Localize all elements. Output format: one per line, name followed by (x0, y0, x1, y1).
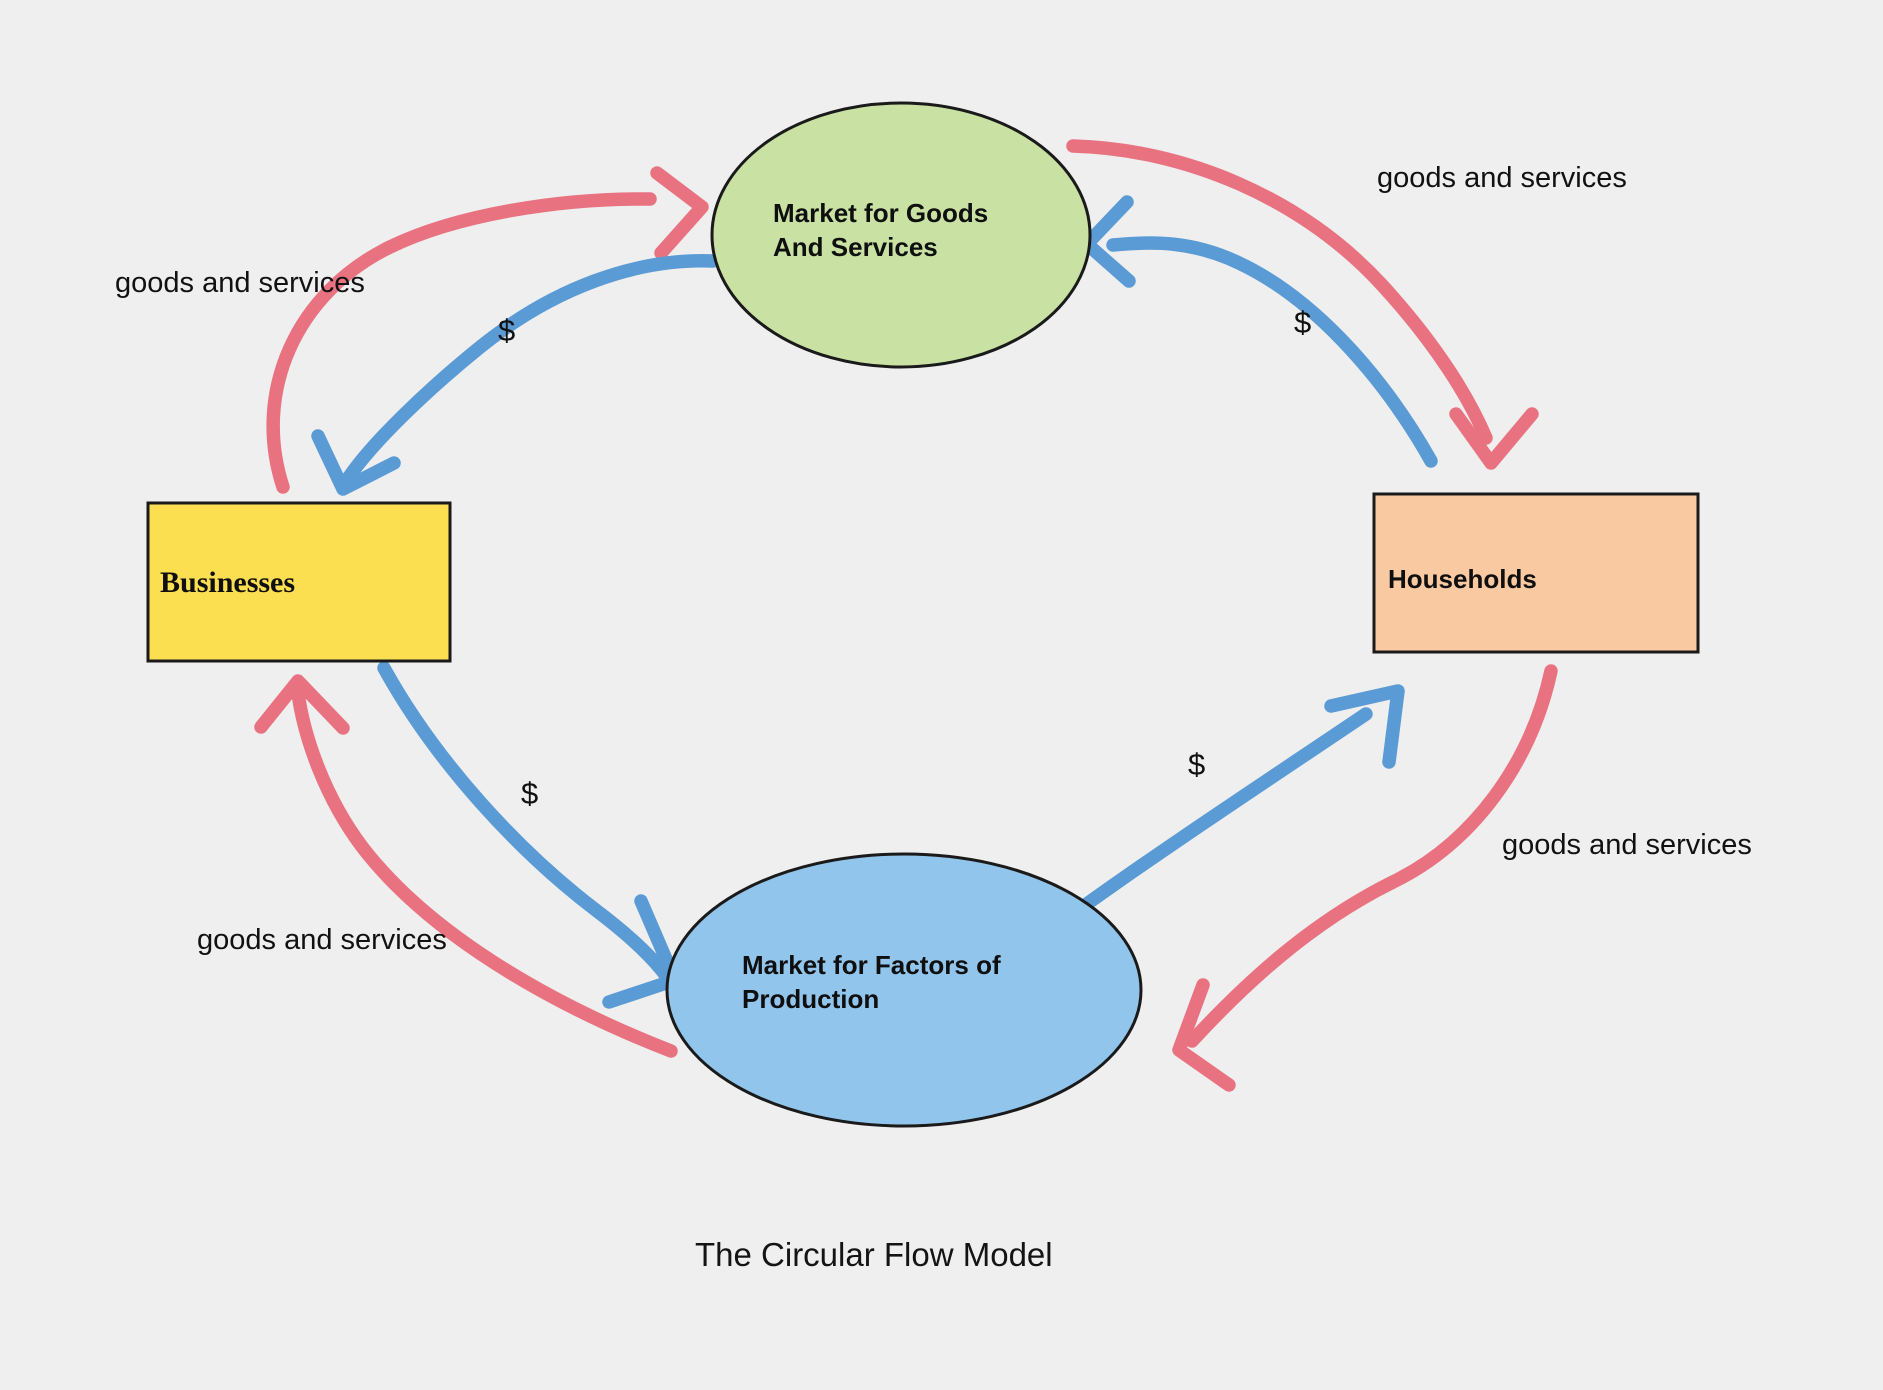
businesses-rectangle (146, 501, 452, 663)
goods-flow-label-bottom-left: goods and services (197, 924, 447, 956)
diagram-title: The Circular Flow Model (695, 1236, 1053, 1273)
money-flow-label-top-left: $ (498, 313, 516, 348)
money-arrowhead-top-left (311, 429, 401, 496)
goods-flow-label-top-left: goods and services (115, 267, 365, 299)
market-goods-label-line1: Market for Goods (773, 198, 989, 228)
businesses-label: Businesses (160, 566, 296, 599)
goods-arrow-households-to-factors-market (1185, 664, 1558, 1048)
households-label: Households (1388, 564, 1537, 594)
goods-arrowhead-bottom-left (254, 674, 350, 735)
money-arrowhead-bottom-right (1324, 684, 1405, 769)
goods-arrowhead-top-right (1449, 407, 1539, 470)
goods-arrow-goods-market-to-households (1066, 139, 1493, 445)
money-flow-label-bottom-left: $ (521, 776, 539, 811)
money-flow-label-bottom-right: $ (1188, 747, 1206, 782)
market-goods-label-line2: And Services (773, 232, 938, 262)
market-goods-label: Market for Goods And Services (773, 196, 988, 264)
money-flow-label-top-right: $ (1294, 305, 1312, 340)
goods-arrowhead-bottom-right (1172, 978, 1236, 1092)
money-arrow-businesses-to-factors-market (377, 661, 674, 984)
market-factors-label: Market for Factors of Production (742, 948, 1001, 1016)
goods-flow-label-bottom-right: goods and services (1502, 829, 1752, 861)
money-arrow-households-to-goods-market (1106, 236, 1438, 468)
households-rectangle (1372, 492, 1700, 654)
market-factors-label-line2: Production (742, 984, 880, 1014)
goods-arrowhead-top-left (650, 166, 709, 260)
market-factors-ellipse (665, 852, 1143, 1128)
goods-arrow-businesses-to-goods-market (266, 192, 657, 494)
goods-arrow-factors-market-to-businesses (291, 686, 678, 1058)
goods-flow-label-top-right: goods and services (1377, 162, 1627, 194)
money-arrow-factors-market-to-households (1077, 707, 1373, 913)
market-goods-ellipse (710, 101, 1092, 369)
money-arrow-goods-market-to-businesses (342, 254, 720, 484)
market-factors-label-line1: Market for Factors of (742, 950, 1001, 980)
